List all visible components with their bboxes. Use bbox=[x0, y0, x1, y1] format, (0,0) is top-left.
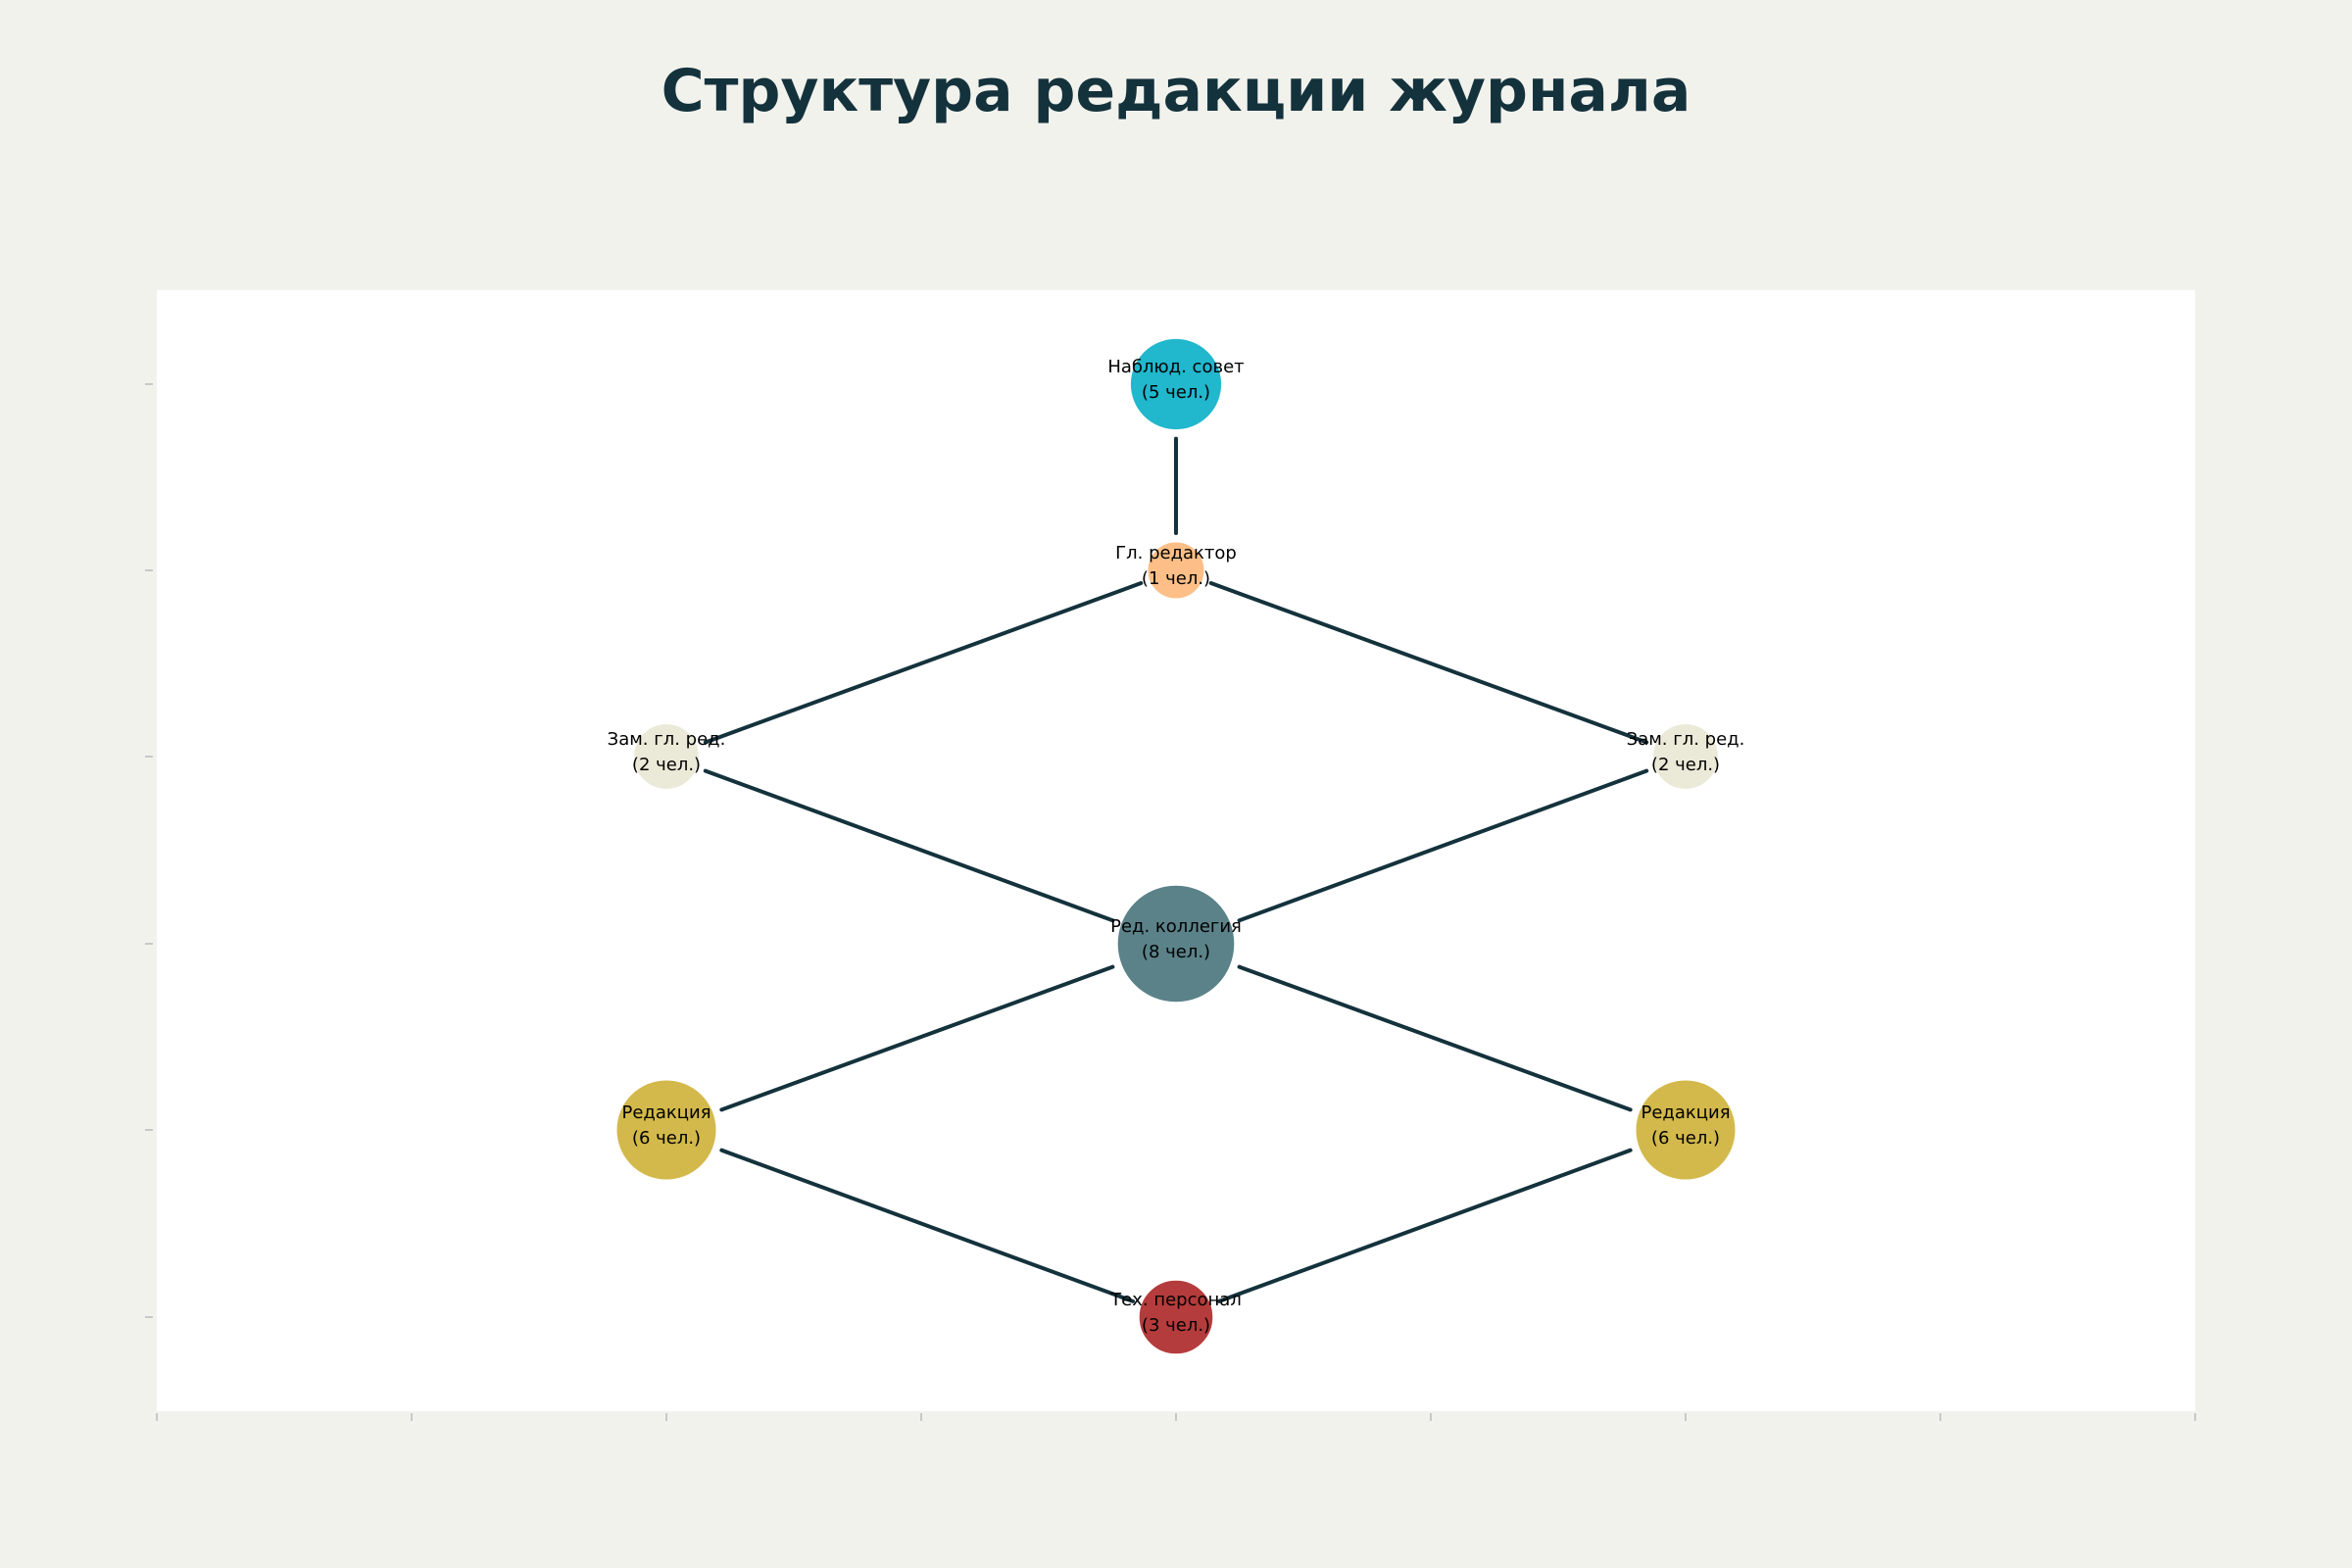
edge-chief-deputyL bbox=[703, 581, 1144, 745]
node-label-name: Редакция bbox=[621, 1102, 710, 1123]
node-circle bbox=[1114, 882, 1238, 1005]
node-label-count: (6 чел.) bbox=[1651, 1128, 1720, 1149]
node-label-count: (2 чел.) bbox=[632, 755, 701, 775]
node-label-count: (5 чел.) bbox=[1142, 382, 1210, 403]
node-deputyR[interactable]: Зам. гл. ред. (2 чел.) bbox=[1627, 721, 1745, 792]
node-circle bbox=[1127, 335, 1225, 433]
node-staffL[interactable]: Редакция (6 чел.) bbox=[613, 1077, 719, 1183]
node-circle bbox=[613, 1077, 719, 1183]
node-tech[interactable]: Тех. персонал (3 чел.) bbox=[1109, 1277, 1242, 1357]
edges bbox=[703, 436, 1649, 1303]
node-label-name: Наблюд. совет bbox=[1107, 357, 1244, 377]
node-label-count: (6 чел.) bbox=[632, 1128, 701, 1149]
node-college[interactable]: Ред. коллегия (8 чел.) bbox=[1110, 882, 1242, 1005]
edge-staffL-tech bbox=[719, 1148, 1136, 1303]
edge-chief-deputyR bbox=[1208, 581, 1649, 745]
node-circle bbox=[1145, 539, 1207, 602]
node-label-name: Гл. редактор bbox=[1115, 543, 1237, 564]
node-chief[interactable]: Гл. редактор (1 чел.) bbox=[1115, 539, 1237, 602]
node-label-count: (8 чел.) bbox=[1142, 942, 1210, 962]
node-label-name: Зам. гл. ред. bbox=[1627, 729, 1745, 750]
node-staffR[interactable]: Редакция (6 чел.) bbox=[1633, 1077, 1739, 1183]
node-circle bbox=[1136, 1277, 1216, 1357]
node-label-count: (1 чел.) bbox=[1142, 568, 1210, 589]
edge-college-staffL bbox=[719, 964, 1115, 1112]
node-board[interactable]: Наблюд. совет (5 чел.) bbox=[1107, 335, 1245, 433]
node-label-name: Редакция bbox=[1641, 1102, 1730, 1123]
edge-college-staffR bbox=[1237, 964, 1633, 1112]
node-circle bbox=[631, 721, 702, 792]
edge-deputyL-college bbox=[703, 768, 1115, 923]
node-circle bbox=[1650, 721, 1721, 792]
nodes: Наблюд. совет (5 чел.) Гл. редактор (1 чел.… bbox=[608, 335, 1745, 1357]
edge-deputyR-college bbox=[1237, 768, 1649, 923]
node-label-name: Тех. персонал bbox=[1109, 1290, 1242, 1310]
node-deputyL[interactable]: Зам. гл. ред. (2 чел.) bbox=[608, 721, 726, 792]
edge-staffR-tech bbox=[1216, 1148, 1633, 1303]
node-label-name: Зам. гл. ред. bbox=[608, 729, 726, 750]
diagram-title: Структура редакции журнала bbox=[661, 57, 1691, 125]
node-label-name: Ред. коллегия bbox=[1110, 916, 1242, 937]
axis-ticks bbox=[145, 383, 2196, 1421]
node-label-count: (3 чел.) bbox=[1142, 1315, 1210, 1336]
node-label-count: (2 чел.) bbox=[1651, 755, 1720, 775]
node-circle bbox=[1633, 1077, 1739, 1183]
